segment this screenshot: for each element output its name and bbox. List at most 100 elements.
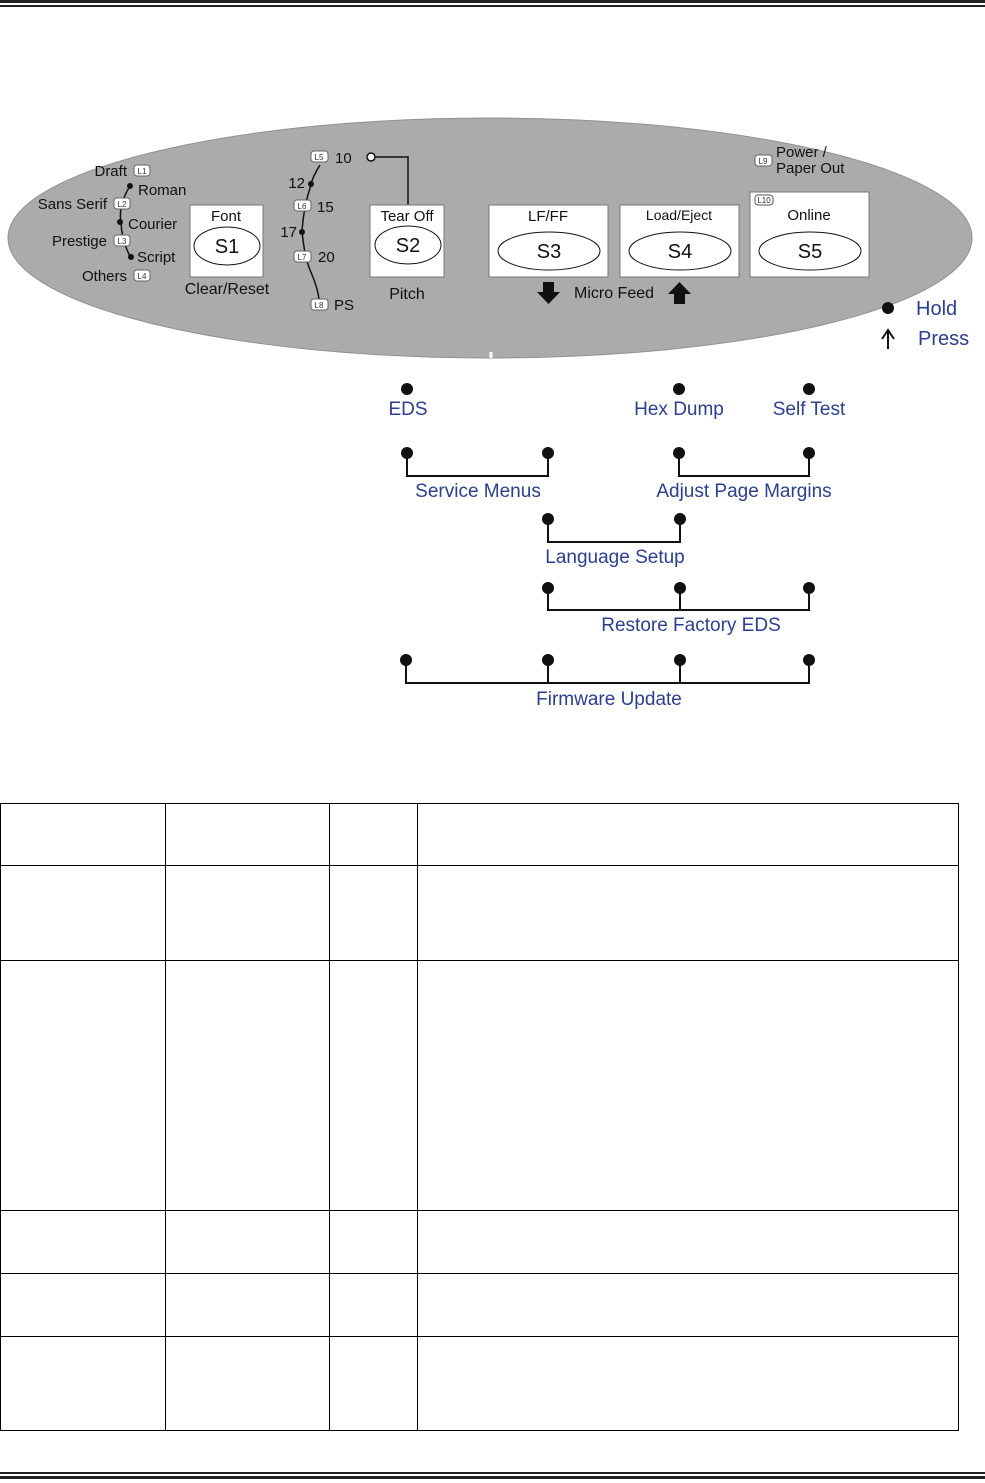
table-row <box>0 1210 959 1274</box>
svg-text:L7: L7 <box>298 253 307 262</box>
svg-text:Others: Others <box>82 268 127 285</box>
svg-text:Hex Dump: Hex Dump <box>634 399 724 420</box>
svg-text:Micro Feed: Micro Feed <box>574 285 654 302</box>
combo-language-setup: Language Setup <box>542 513 686 568</box>
svg-text:Load/Eject: Load/Eject <box>646 207 712 223</box>
pitch-led-l7: L7 20 <box>293 249 335 266</box>
table-cell <box>417 865 959 961</box>
svg-text:12: 12 <box>288 175 305 192</box>
hold-dot-icon <box>882 302 894 314</box>
table-cell <box>0 865 166 961</box>
connector-dot-icon <box>366 152 376 162</box>
table-row <box>0 803 959 866</box>
svg-text:Adjust Page Margins: Adjust Page Margins <box>656 481 831 502</box>
svg-text:Firmware Update: Firmware Update <box>536 689 682 710</box>
svg-text:Prestige: Prestige <box>52 233 107 250</box>
table-row <box>0 865 959 961</box>
table-row <box>0 1273 959 1337</box>
table-cell <box>329 1336 418 1431</box>
svg-text:Online: Online <box>787 207 830 224</box>
svg-text:17: 17 <box>280 224 297 241</box>
pitch-button[interactable]: Tear Off S2 <box>369 204 445 278</box>
svg-text:L2: L2 <box>118 200 127 209</box>
table-cell <box>165 803 330 866</box>
combo-firmware-update: Firmware Update <box>400 654 815 710</box>
header-rule <box>0 0 985 8</box>
arrow-up-icon <box>668 282 691 304</box>
svg-text:Font: Font <box>211 208 242 225</box>
svg-text:Hold: Hold <box>916 298 957 320</box>
pitch-label: Pitch <box>389 286 425 303</box>
svg-text:L6: L6 <box>298 202 307 211</box>
svg-text:20: 20 <box>318 249 335 266</box>
svg-text:Roman: Roman <box>138 182 186 199</box>
function-table <box>0 803 959 1431</box>
svg-text:Restore Factory EDS: Restore Factory EDS <box>601 615 781 636</box>
svg-text:L9: L9 <box>759 157 768 166</box>
svg-text:Self Test: Self Test <box>773 399 846 420</box>
svg-text:L1: L1 <box>138 167 147 176</box>
table-row <box>0 960 959 1211</box>
table-cell <box>0 803 166 866</box>
footer-rule <box>0 1472 985 1480</box>
svg-text:Draft: Draft <box>94 163 127 180</box>
svg-text:EDS: EDS <box>388 399 427 420</box>
table-cell <box>165 960 330 1211</box>
svg-text:Paper Out: Paper Out <box>776 160 845 177</box>
svg-text:10: 10 <box>335 150 352 167</box>
combo-self-test: Self Test <box>773 383 846 420</box>
table-cell <box>329 865 418 961</box>
svg-text:Script: Script <box>137 249 176 266</box>
power-led: L9 Power / Paper Out <box>754 144 845 177</box>
svg-text:Courier: Courier <box>128 216 177 233</box>
combo-adjust-page-margins: Adjust Page Margins <box>656 447 832 502</box>
font-led-l2: L2 Sans Serif Courier <box>38 196 177 233</box>
press-arrow-icon <box>881 328 895 349</box>
svg-text:L3: L3 <box>118 237 127 246</box>
table-cell <box>165 1273 330 1337</box>
combo-restore-factory-eds: Restore Factory EDS <box>542 582 815 636</box>
svg-text:S3: S3 <box>537 241 561 263</box>
svg-text:Sans Serif: Sans Serif <box>38 196 108 213</box>
svg-text:Service Menus: Service Menus <box>415 481 541 502</box>
font-led-l4: L4 Others <box>82 268 151 285</box>
combo-eds: EDS <box>388 383 428 420</box>
combo-service-menus: Service Menus <box>401 447 554 502</box>
table-cell <box>165 865 330 961</box>
table-cell <box>0 1273 166 1337</box>
svg-text:Tear Off: Tear Off <box>380 208 434 225</box>
arrow-down-icon <box>537 282 560 304</box>
table-cell <box>417 1336 959 1431</box>
svg-text:PS: PS <box>334 297 354 314</box>
table-cell <box>417 803 959 866</box>
control-panel-diagram: L1 Draft Roman L2 Sans Serif Courier L3 … <box>7 117 973 710</box>
svg-text:L4: L4 <box>138 272 147 281</box>
svg-text:LF/FF: LF/FF <box>528 208 568 225</box>
font-led-l1: L1 Draft Roman <box>94 163 186 199</box>
table-cell <box>0 1210 166 1274</box>
lf-ff-button[interactable]: LF/FF S3 <box>488 204 609 278</box>
svg-text:Press: Press <box>918 328 969 350</box>
svg-text:15: 15 <box>317 199 334 216</box>
table-cell <box>417 960 959 1211</box>
svg-text:L10: L10 <box>757 196 771 205</box>
micro-feed-indicator: Micro Feed <box>537 282 691 304</box>
table-cell <box>417 1210 959 1274</box>
combo-hex-dump: Hex Dump <box>634 383 724 420</box>
table-cell <box>0 960 166 1211</box>
pitch-led-l6: L6 15 <box>293 199 334 216</box>
table-cell <box>329 803 418 866</box>
table-cell <box>329 1273 418 1337</box>
svg-text:Language Setup: Language Setup <box>545 547 684 568</box>
pitch-led-l5: L5 10 <box>310 150 352 167</box>
font-button[interactable]: Font S1 <box>189 204 264 278</box>
svg-text:S2: S2 <box>396 235 420 257</box>
svg-text:S4: S4 <box>668 241 692 263</box>
clear-reset-label: Clear/Reset <box>185 281 270 298</box>
table-cell <box>165 1336 330 1431</box>
table-cell <box>0 1336 166 1431</box>
online-button[interactable]: L10 Online S5 <box>749 191 870 278</box>
load-eject-button[interactable]: Load/Eject S4 <box>619 204 740 278</box>
table-cell <box>417 1273 959 1337</box>
table-row <box>0 1336 959 1431</box>
